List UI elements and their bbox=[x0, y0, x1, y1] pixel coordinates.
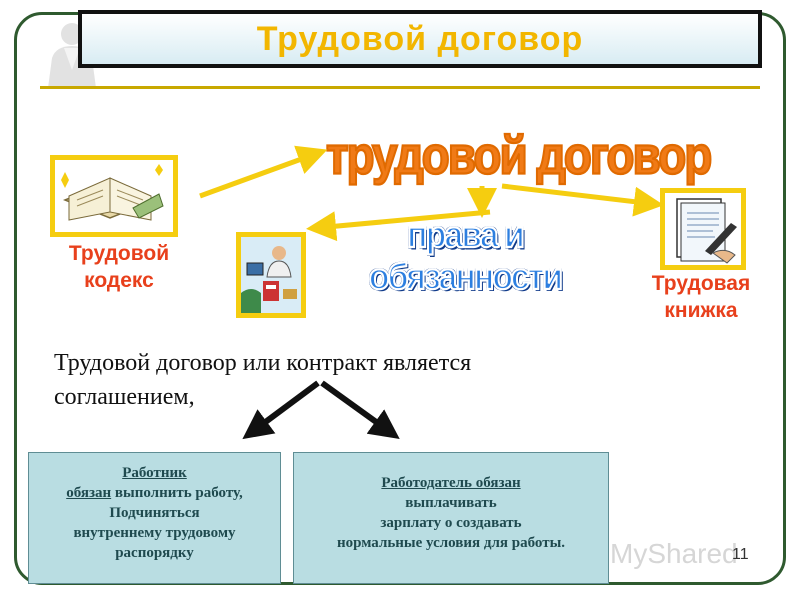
myshared-logo: MyShared bbox=[610, 538, 738, 569]
title-banner: Трудовой договор bbox=[78, 10, 762, 68]
rights-heading-line2: обязанности bbox=[368, 255, 564, 299]
employer-line1: выплачивать bbox=[405, 495, 497, 511]
workplace-frame bbox=[236, 232, 306, 318]
employer-line2: зарплату о создавать bbox=[380, 515, 522, 531]
page-title: Трудовой договор bbox=[256, 19, 584, 58]
definition-text: Трудовой договор или контракт является с… bbox=[54, 350, 472, 410]
document-pen-frame bbox=[660, 188, 746, 270]
worker-line2: Подчиняться bbox=[109, 505, 200, 521]
document-pen-icon bbox=[676, 198, 737, 264]
right-label-line1: Трудовая bbox=[651, 272, 751, 295]
worker-line4: распорядку bbox=[115, 545, 194, 561]
employer-title: Работодатель обязан bbox=[381, 475, 521, 491]
right-label: Трудовая книжка bbox=[636, 270, 766, 324]
rights-heading-line1: права и bbox=[406, 213, 526, 257]
page-number: 11 bbox=[732, 546, 749, 563]
title-divider bbox=[40, 86, 760, 89]
employer-line3: нормальные условия для работы. bbox=[336, 535, 566, 551]
employer-box: Работодатель обязан выплачивать зарплату… bbox=[293, 452, 609, 584]
left-label: Трудовой кодекс bbox=[44, 240, 194, 294]
left-label-line2: кодекс bbox=[84, 269, 154, 292]
worker-box: Работник обязан выполнить работу, Подчин… bbox=[28, 452, 281, 584]
rights-heading: права и обязанности bbox=[350, 213, 580, 299]
worker-line1-rest: выполнить работу, bbox=[111, 485, 243, 501]
worker-title: Работник bbox=[122, 465, 187, 481]
left-label-line1: Трудовой bbox=[68, 242, 170, 265]
worker-line3: внутреннему трудовому bbox=[73, 525, 236, 541]
worker-obliged: обязан bbox=[66, 485, 112, 501]
worker-line1: обязан выполнить работу, bbox=[29, 483, 280, 503]
code-book-icon bbox=[61, 164, 164, 221]
workplace-icon bbox=[241, 237, 301, 313]
right-label-line2: книжка bbox=[664, 299, 738, 322]
code-book-frame bbox=[50, 155, 178, 237]
center-heading: трудовой договор bbox=[325, 124, 713, 186]
